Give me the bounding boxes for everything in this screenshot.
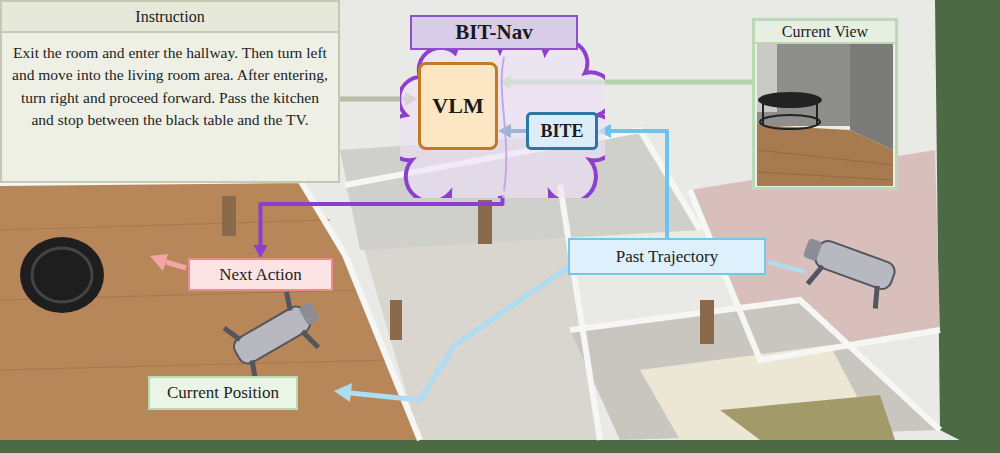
connector — [340, 96, 407, 101]
door — [390, 300, 402, 340]
view-table-shelf — [760, 115, 820, 129]
robot-past — [795, 234, 898, 311]
floor-plank — [0, 220, 330, 230]
action-arrow — [166, 262, 186, 268]
outer-lawn — [935, 0, 1000, 453]
door — [478, 200, 492, 244]
module-label: BITE — [540, 121, 583, 142]
panel-heading: Current View — [755, 21, 895, 44]
instruction-panel: InstructionExit the room and enter the h… — [0, 0, 340, 183]
module-label: VLM — [432, 93, 483, 119]
robot-head — [298, 301, 320, 325]
bedroom-floor — [570, 300, 940, 440]
outer-lawn — [0, 440, 1000, 453]
callout-label: Current Position — [167, 383, 279, 403]
floor-plank — [0, 360, 390, 370]
connector — [609, 131, 667, 238]
view-table-leg — [816, 102, 818, 124]
robot-leg — [281, 292, 295, 311]
wall — [560, 185, 600, 440]
robot-leg — [808, 263, 823, 286]
brain-shape — [400, 36, 605, 198]
panel-heading: Instruction — [2, 2, 338, 33]
vlm-box: VLM — [418, 62, 498, 150]
robot-body — [813, 238, 898, 292]
callout-label: Past Trajectory — [616, 247, 718, 267]
table-ring — [32, 248, 92, 302]
view-floor-plank — [757, 172, 893, 180]
door — [222, 196, 236, 236]
view-table-top — [758, 92, 822, 108]
wall — [570, 300, 940, 430]
connector — [261, 195, 503, 247]
view-floor — [757, 125, 893, 186]
brain-fold — [502, 57, 507, 191]
robot-current — [222, 284, 332, 384]
wall — [690, 190, 940, 360]
blanket — [720, 395, 895, 440]
view-panel-ground — [752, 18, 898, 190]
trajectory-line — [768, 262, 805, 272]
robot-leg — [302, 328, 318, 350]
module-brain: BIT-NavVLM BITE — [400, 15, 605, 198]
arrow-head — [254, 245, 268, 258]
action-head — [150, 254, 168, 271]
action-label: Next Action — [188, 258, 333, 291]
position-label: Current Position — [148, 376, 298, 410]
door — [700, 300, 714, 344]
bite-box: BITE — [526, 112, 598, 150]
callout-label: Next Action — [219, 265, 302, 285]
black-round-table — [20, 237, 104, 313]
trajectory-head — [334, 383, 352, 402]
wall — [0, 180, 420, 440]
trajectory-label: Past Trajectory — [568, 238, 766, 275]
robot-leg — [224, 324, 240, 344]
robot-leg — [870, 286, 883, 309]
view-table-leg — [762, 102, 764, 124]
view-panel: Current View — [752, 18, 898, 190]
view-floor-plank — [757, 150, 893, 165]
module-title: BIT-Nav — [410, 15, 578, 50]
trajectory-line — [350, 266, 570, 400]
instruction-text: Exit the room and enter the hallway. The… — [2, 33, 338, 141]
robot-head — [803, 238, 823, 262]
